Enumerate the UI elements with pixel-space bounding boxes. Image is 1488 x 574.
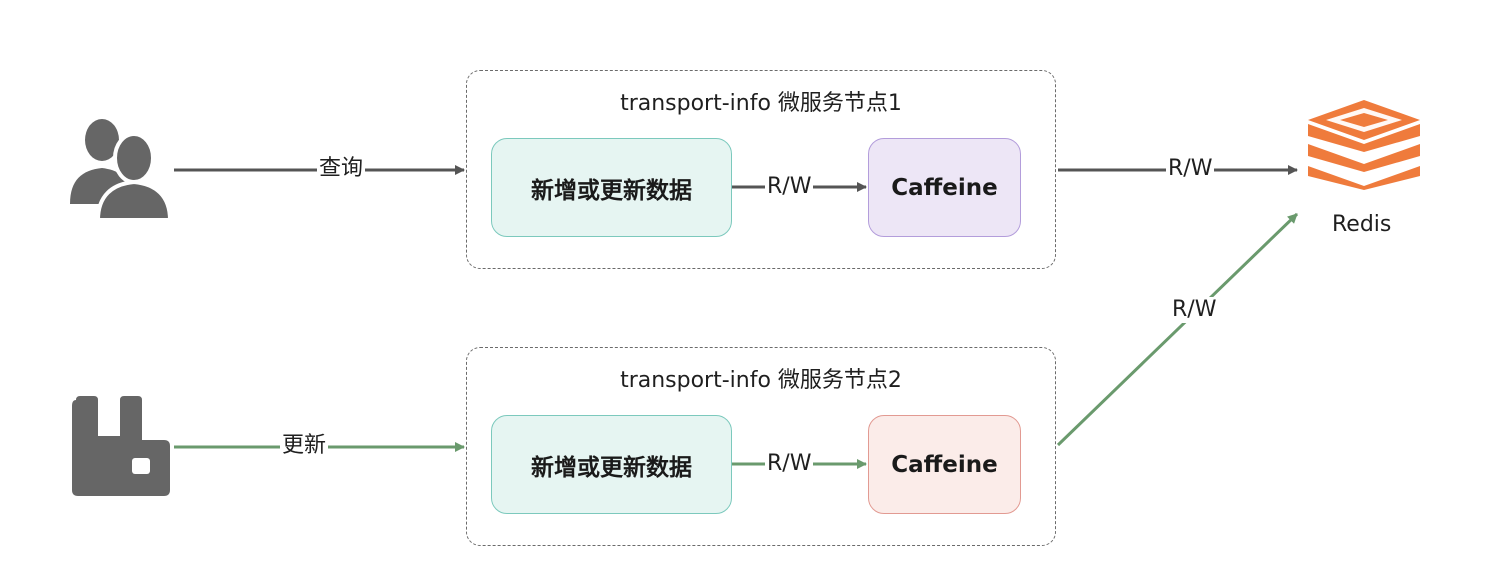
query-label: 查询 [317, 156, 366, 182]
rw-redis-edge-2 [1056, 212, 1299, 447]
redis-label: Redis [1332, 212, 1392, 237]
update-data-box-2: 新增或更新数据 [491, 415, 732, 514]
caffeine-cache-1: Caffeine [868, 138, 1021, 237]
update-label: 更新 [280, 433, 329, 459]
service-node-group-1: transport-info 微服务节点1 [466, 70, 1056, 269]
update-data-box-1: 新增或更新数据 [491, 138, 732, 237]
rw-redis-label-1: R/W [1166, 156, 1215, 182]
group-title-2: transport-info 微服务节点2 [620, 368, 902, 393]
group-title-1: transport-info 微服务节点1 [620, 91, 902, 116]
caffeine-cache-2: Caffeine [868, 415, 1021, 514]
rw-inner-label-2: R/W [765, 451, 814, 477]
rabbitmq-icon [72, 396, 170, 496]
rw-inner-label-1: R/W [765, 174, 814, 200]
users-icon [70, 119, 173, 222]
redis-icon [1308, 100, 1420, 190]
service-node-group-2: transport-info 微服务节点2 [466, 347, 1056, 546]
rw-redis-label-2: R/W [1170, 297, 1219, 323]
